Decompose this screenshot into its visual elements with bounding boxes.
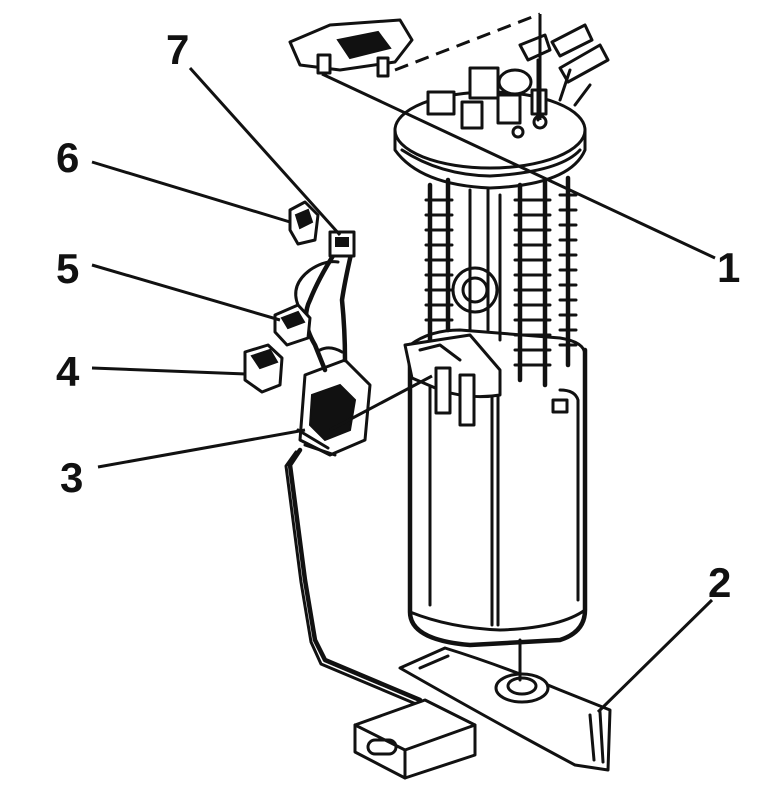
alignment-line	[394, 12, 541, 72]
part-6-clip	[288, 200, 320, 246]
part-5-harness-connector	[273, 303, 312, 347]
part-7-connector-clip	[328, 230, 356, 258]
callout-3: 3	[60, 454, 83, 501]
leader-3b	[329, 374, 433, 432]
callout-leaders	[91, 12, 716, 714]
leader-6	[91, 160, 291, 224]
callout-labels: 1 2 3 4 5 6 7	[56, 26, 740, 606]
callout-5: 5	[56, 245, 79, 292]
callout-6: 6	[56, 134, 79, 181]
float-arm	[284, 447, 423, 706]
part-4-retainer	[243, 343, 284, 394]
fuel-line-fittings	[518, 23, 610, 122]
fuel-strainer	[398, 638, 612, 772]
leader-7	[188, 66, 342, 237]
wiring-harness	[294, 242, 355, 373]
leader-5	[91, 263, 281, 322]
callout-1: 1	[717, 244, 740, 291]
part-1-electrical-connector	[288, 18, 414, 78]
leader-1	[321, 72, 716, 260]
leader-4	[91, 366, 247, 376]
float	[353, 698, 477, 780]
coiled-hoses	[424, 175, 578, 388]
leader-2	[596, 598, 714, 714]
leader-3	[97, 428, 306, 469]
callout-7: 7	[166, 26, 189, 73]
fuel-level-sender	[296, 358, 372, 457]
module-flange	[393, 66, 587, 190]
fuel-pump-module-assembly	[284, 23, 612, 780]
callout-4: 4	[56, 348, 80, 395]
callout-2: 2	[708, 559, 731, 606]
